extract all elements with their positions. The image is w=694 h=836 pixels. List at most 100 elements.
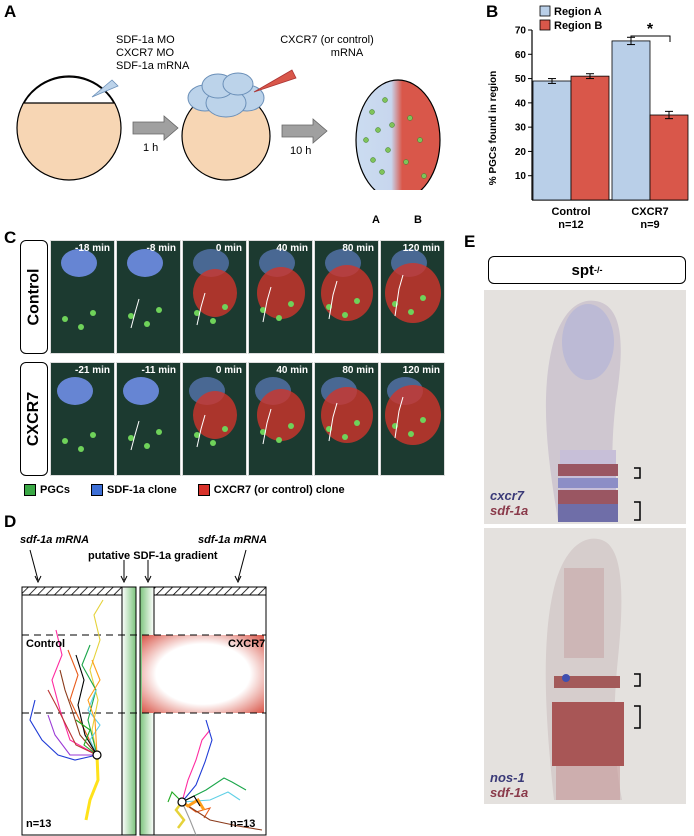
injection-list-2: CXCR7 (or control) mRNA	[262, 34, 392, 60]
timelapse-frame: 40 min	[248, 362, 313, 476]
frame-time-label: 120 min	[402, 365, 440, 376]
bar-region-a-cxcr7	[611, 40, 651, 201]
frame-time-label: -11 min	[141, 365, 176, 376]
legend-sdf-clone: SDF-1a clone	[107, 484, 177, 496]
needle-2-icon	[253, 69, 297, 93]
n-left-label: n=13	[26, 818, 52, 830]
n-right-label: n=13	[230, 818, 256, 830]
pgc-dots	[363, 97, 427, 179]
in-situ-top-image	[484, 290, 686, 524]
frame-image	[51, 241, 114, 353]
legend-cxcr7-clone: CXCR7 (or control) clone	[213, 484, 345, 496]
bottom-probe-2: sdf-1a	[490, 785, 529, 800]
top-probe-1: cxcr7	[490, 488, 524, 503]
frame-image	[117, 241, 180, 353]
panel-label-a: A	[4, 2, 17, 21]
legend-label-region-b: Region B	[554, 20, 602, 32]
y-tick-label: 30	[515, 123, 527, 134]
tracks-control	[29, 599, 104, 821]
frame-time-label: -8 min	[146, 243, 176, 254]
blastomere-5	[222, 72, 254, 96]
bottom-probe-1: nos-1	[490, 770, 525, 785]
mrna-right-label: sdf-1a mRNA	[198, 534, 268, 546]
group-n-control: n=12	[558, 219, 583, 231]
frame-time-label: 0 min	[215, 243, 242, 254]
frame-time-label: 0 min	[215, 365, 242, 376]
row-label-cxcr7: CXCR7	[20, 362, 48, 476]
group-label-cxcr7: CXCR7	[631, 206, 668, 218]
row-label-control: Control	[20, 240, 48, 354]
y-tick-label: 70	[515, 26, 527, 37]
hatched-bar-right	[139, 586, 267, 596]
frame-image	[183, 363, 246, 475]
gradient-label: putative SDF-1a gradient	[88, 550, 218, 562]
track-origin-cxcr7	[177, 797, 187, 807]
frame-time-label: -18 min	[74, 243, 110, 254]
legend-swatch-region-a	[539, 5, 551, 17]
arrow-1-label: 1 h	[143, 142, 159, 154]
frame-time-label: 80 min	[342, 243, 374, 254]
mrna-right-arrow	[237, 549, 247, 581]
region-b-label: B	[414, 214, 422, 226]
legend-swatch-cxcr7	[197, 484, 210, 497]
frame-image	[249, 363, 312, 475]
timelapse-frame: -8 min	[116, 240, 181, 354]
arrow-2-label: 10 h	[290, 145, 312, 157]
frame-image	[315, 363, 378, 475]
injection-mrna: mRNA	[330, 47, 364, 59]
mrna-left-arrow	[29, 549, 39, 581]
panel-a-schematic	[16, 69, 441, 190]
control-track-label: Control	[26, 638, 66, 650]
legend-swatch-sdf	[91, 484, 104, 497]
frame-image	[381, 241, 444, 353]
frame-image	[249, 241, 312, 353]
timelapse-frame: 40 min	[248, 240, 313, 354]
timelapse-frame: 0 min	[182, 240, 247, 354]
significance-bracket	[630, 35, 671, 42]
timelapse-frame: 80 min	[314, 240, 379, 354]
frame-image	[315, 241, 378, 353]
legend-swatch-pgc	[24, 484, 36, 497]
bar-region-b-control	[570, 75, 610, 201]
panel-label-b: B	[486, 2, 499, 21]
chart-bars	[532, 36, 689, 201]
embryo-oval	[355, 79, 441, 190]
significance-star: *	[647, 21, 654, 38]
group-label-control: Control	[551, 206, 590, 218]
frame-control	[21, 594, 123, 836]
track-origin-control	[92, 750, 102, 760]
frame-time-label: 120 min	[402, 243, 440, 254]
top-probe-2: sdf-1a	[490, 503, 529, 518]
cxcr7-clone-region	[142, 635, 264, 713]
legend-swatch-region-b	[539, 19, 551, 31]
timelapse-frame: -21 min	[50, 362, 115, 476]
genotype-box: spt-/-	[488, 256, 686, 284]
y-tick-label: 60	[515, 50, 527, 61]
bar-region-b-cxcr7	[649, 114, 689, 201]
tracks-cxcr7	[167, 719, 263, 836]
panel-c-legend: PGCs SDF-1a clone CXCR7 (or control) clo…	[24, 484, 345, 497]
injection-sdf1a-mo: SDF-1a MO	[116, 34, 175, 46]
frame-time-label: 40 min	[276, 365, 308, 376]
frame-cxcr7	[153, 594, 267, 836]
arrow-1-icon	[132, 115, 179, 141]
legend-pgc: PGCs	[40, 484, 70, 496]
timelapse-frame: 120 min	[380, 362, 445, 476]
injection-sdf1a-mrna: SDF-1a mRNA	[116, 60, 190, 72]
frame-time-label: 80 min	[342, 365, 374, 376]
frame-image	[51, 363, 114, 475]
timelapse-frame: 120 min	[380, 240, 445, 354]
frame-image	[183, 241, 246, 353]
timelapse-frame: -11 min	[116, 362, 181, 476]
hatched-bar-left	[21, 586, 137, 596]
y-tick-label: 10	[515, 171, 527, 182]
genotype-superscript: -/-	[594, 265, 603, 275]
y-tick-label: 40	[515, 98, 527, 109]
legend-label-region-a: Region A	[554, 6, 602, 18]
y-tick-label: 20	[515, 147, 527, 158]
injection-cxcr7-mo: CXCR7 MO	[116, 47, 175, 59]
mrna-left-label: sdf-1a mRNA	[20, 534, 90, 546]
timelapse-frame: -18 min	[50, 240, 115, 354]
